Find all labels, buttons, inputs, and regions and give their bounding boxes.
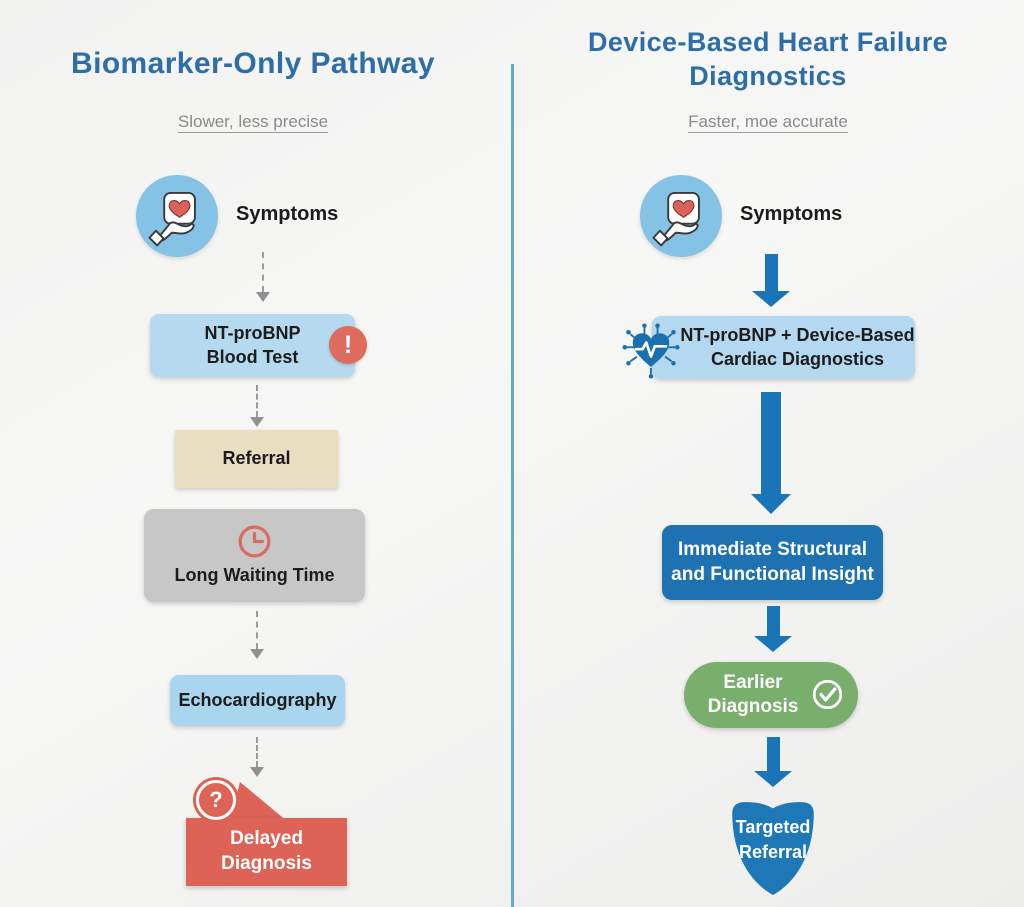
left-symptoms-label: Symptoms <box>236 203 339 225</box>
dashed-arrow-head <box>250 417 264 427</box>
right-title-line1: Device-Based Heart Failure <box>587 27 949 57</box>
combo-diagnostics-box: NT-proBNP + Device-Based Cardiac Diagnos… <box>652 316 915 379</box>
combo-line1: NT-proBNP + Device-Based <box>680 325 915 346</box>
earlier-diagnosis-pill: Earlier Diagnosis <box>684 662 858 728</box>
delayed-diagnosis-box: Delayed Diagnosis <box>186 818 347 886</box>
dashed-arrow-line <box>256 611 258 649</box>
targeted-referral-shield: Targeted Referral <box>721 791 825 897</box>
hand-heart-icon <box>136 175 218 257</box>
hand-heart-icon-art <box>148 192 196 247</box>
dashed-arrow-line <box>256 737 258 767</box>
referral-label: Referral <box>222 448 291 469</box>
hand-heart-icon <box>640 175 722 257</box>
right-column-subtitle: Faster, moe accurate <box>522 112 1014 132</box>
referral-box: Referral <box>175 430 338 488</box>
right-column-title: Device-Based Heart Failure Diagnostics <box>522 25 1014 93</box>
insight-line1: Immediate Structural <box>678 539 867 561</box>
clock-icon <box>238 526 271 558</box>
dashed-arrow-down-icon <box>249 385 265 427</box>
dashed-arrow-down-icon <box>249 737 265 777</box>
immediate-insight-box: Immediate Structural and Functional Insi… <box>662 525 883 600</box>
callout-tail <box>230 782 288 822</box>
targeted-line1: Targeted <box>735 817 811 837</box>
right-title-line2: Diagnostics <box>689 61 847 91</box>
arrow-stem <box>766 606 780 636</box>
nt-probnp-blood-test-box: NT-proBNP Blood Test ! <box>150 314 367 377</box>
alert-icon: ! <box>329 326 367 364</box>
targeted-line2: Referral <box>738 842 808 862</box>
long-waiting-time-box: Long Waiting Time <box>144 509 365 602</box>
question-icon: ? <box>196 780 236 820</box>
dashed-arrow-down-icon <box>249 611 265 659</box>
earlier-line1: Earlier <box>723 671 783 693</box>
left-subtitle-text: Slower, less precise <box>177 112 329 131</box>
shield-icon <box>732 802 814 895</box>
arrow-stem <box>764 254 778 291</box>
delayed-line1: Delayed <box>230 828 303 850</box>
arrow-head <box>754 771 792 787</box>
solid-arrow-down-icon <box>753 737 793 787</box>
arrow-stem <box>761 392 781 494</box>
alert-glyph: ! <box>343 331 353 359</box>
targeted-referral-label: Targeted Referral <box>721 815 825 865</box>
solid-arrow-down-icon <box>751 392 791 514</box>
blood-test-line1: NT-proBNP <box>204 323 301 344</box>
dashed-arrow-head <box>250 649 264 659</box>
arrow-head <box>752 291 790 307</box>
waiting-label: Long Waiting Time <box>174 565 335 586</box>
arrow-head <box>754 636 792 652</box>
insight-line2: and Functional Insight <box>671 563 874 585</box>
solid-arrow-down-icon <box>753 606 793 652</box>
arrow-stem <box>766 737 780 771</box>
left-column-title: Biomarker-Only Pathway <box>71 47 435 80</box>
blood-test-line2: Blood Test <box>206 346 299 367</box>
column-divider <box>511 64 514 907</box>
echocardiography-box: Echocardiography <box>170 675 345 726</box>
question-glyph: ? <box>209 787 223 812</box>
dashed-arrow-head <box>250 767 264 777</box>
dashed-arrow-line <box>262 252 264 292</box>
delayed-diagnosis-callout: Delayed Diagnosis ? <box>186 780 347 886</box>
combo-line2: Cardiac Diagnostics <box>710 348 885 369</box>
delayed-line2: Diagnosis <box>221 853 312 874</box>
heart-circuit-icon <box>622 323 680 379</box>
dashed-arrow-head <box>256 292 270 302</box>
arrow-head <box>751 494 791 514</box>
earlier-line2: Diagnosis <box>707 696 799 717</box>
right-subtitle-text: Faster, moe accurate <box>688 112 848 131</box>
right-symptoms-label: Symptoms <box>740 203 843 225</box>
left-column-subtitle: Slower, less precise <box>8 112 498 132</box>
solid-arrow-down-icon <box>751 254 791 307</box>
check-icon <box>812 679 843 710</box>
echo-label: Echocardiography <box>178 689 337 710</box>
dashed-arrow-line <box>256 385 258 417</box>
hand-heart-icon-art <box>652 192 700 247</box>
dashed-arrow-down-icon <box>255 252 271 302</box>
